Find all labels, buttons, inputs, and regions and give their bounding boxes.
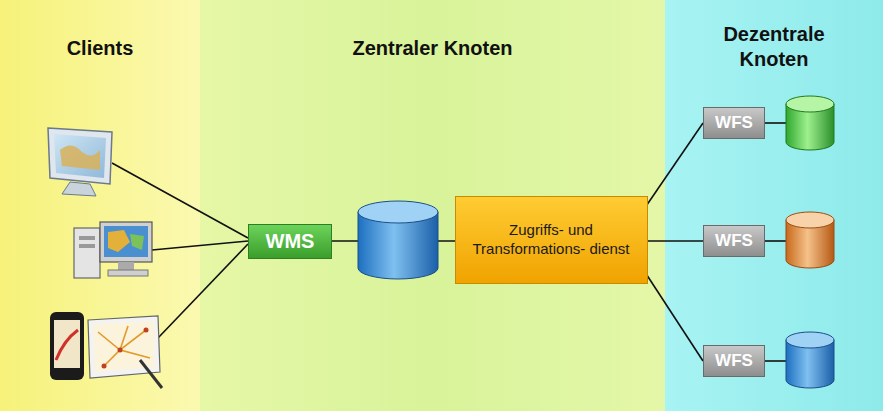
connector	[648, 241, 704, 242]
service-box: WMS	[248, 224, 332, 259]
band-title: Zentraler Knoten	[200, 36, 665, 61]
box-label: WFS	[715, 113, 753, 133]
band-title: Clients	[0, 36, 200, 61]
box-label: WFS	[715, 351, 753, 371]
box-label: Zugriffs- und Transformations- dienst	[464, 221, 639, 259]
central-band: Zentraler KnotenWMS Zugriffs- und Transfo…	[200, 0, 665, 411]
connector	[648, 123, 704, 204]
service-box: WFS	[703, 225, 765, 257]
database-cylinder	[786, 212, 834, 268]
database-cylinder	[358, 201, 438, 279]
database-cylinder	[786, 96, 834, 150]
service-box: WFS	[703, 107, 765, 139]
decentral-band: Dezentrale KnotenWFS WFS WFS	[665, 0, 883, 411]
box-label: WMS	[266, 230, 315, 253]
service-box: Zugriffs- und Transformations- dienst	[455, 196, 648, 284]
client-line	[112, 123, 786, 361]
mobile-icon	[50, 312, 162, 388]
monitor-icon	[48, 128, 112, 196]
service-box: WFS	[703, 345, 765, 377]
pc-icon	[74, 222, 152, 278]
band-title: Dezentrale Knoten	[699, 22, 849, 72]
connector	[648, 276, 704, 361]
database-cylinder	[786, 332, 834, 388]
box-label: WFS	[715, 231, 753, 251]
